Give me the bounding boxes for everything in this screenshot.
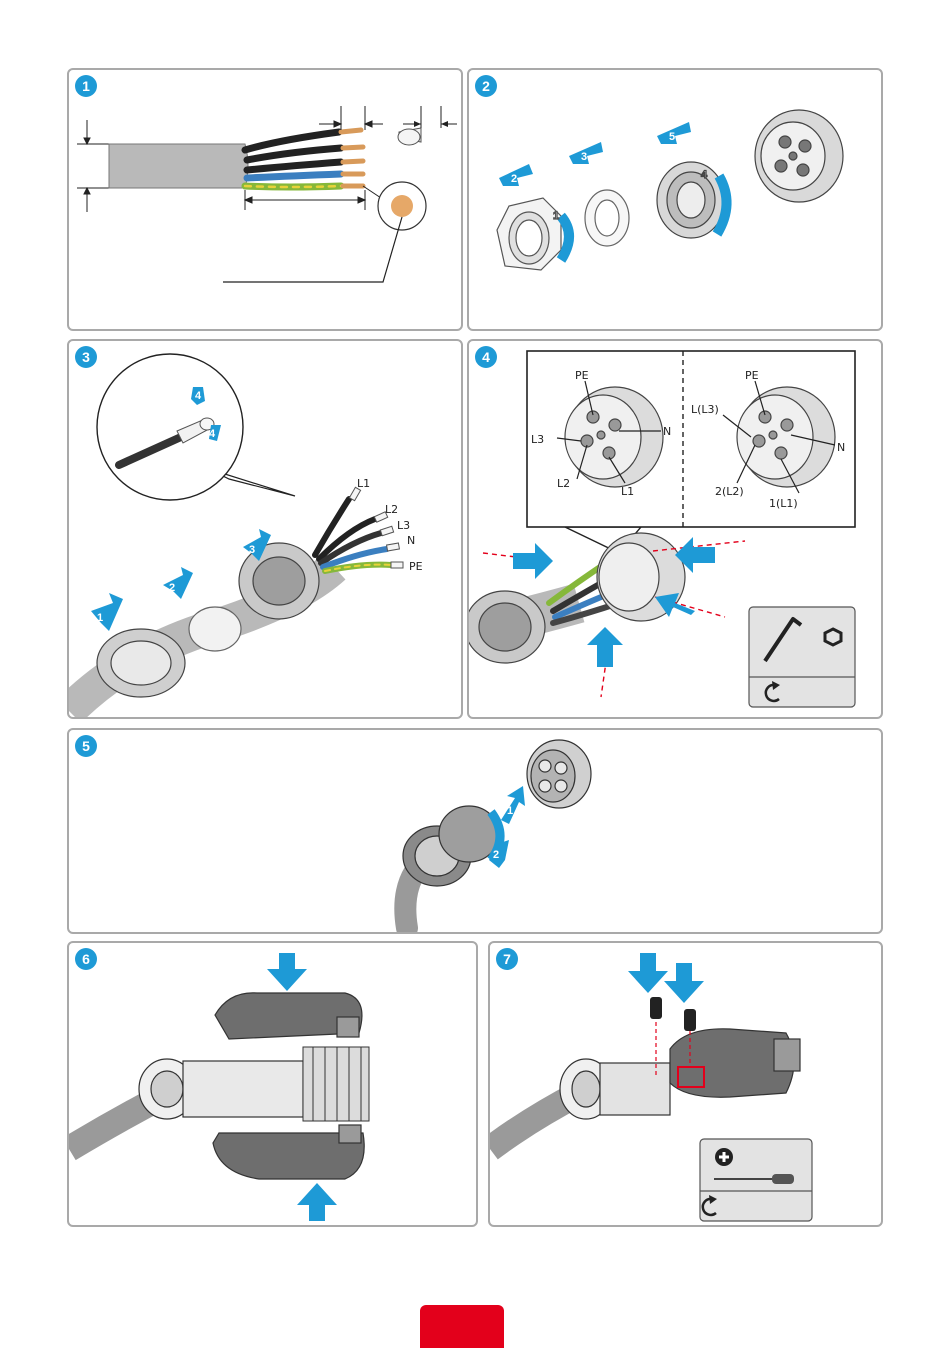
step-5-badge: 5 bbox=[75, 735, 97, 757]
plus-icon bbox=[715, 1148, 733, 1166]
direction-arrows: 2 3 5 bbox=[499, 122, 691, 186]
step-1-badge: 1 bbox=[75, 75, 97, 97]
arrow-1: 1 bbox=[501, 786, 525, 824]
svg-text:3: 3 bbox=[249, 544, 255, 556]
right-label-n: N bbox=[837, 441, 845, 454]
svg-text:2: 2 bbox=[511, 173, 517, 185]
seal-ring bbox=[585, 190, 629, 246]
svg-text:5: 5 bbox=[669, 131, 675, 143]
svg-text:3: 3 bbox=[581, 151, 587, 163]
screw-arrows bbox=[628, 953, 704, 1003]
left-label-n: N bbox=[663, 425, 671, 438]
arrow-2: 2 bbox=[163, 567, 193, 599]
claw-body bbox=[600, 1063, 670, 1115]
hex-nut bbox=[97, 629, 185, 697]
ferrule-illustration bbox=[398, 106, 457, 145]
left-label-l3: L3 bbox=[531, 433, 544, 446]
right-label-l2: 2(L2) bbox=[715, 485, 744, 498]
cable-wires bbox=[245, 130, 363, 187]
step-6-badge: 6 bbox=[75, 948, 97, 970]
cable-diameter-dimension bbox=[77, 120, 109, 212]
screws bbox=[650, 997, 696, 1031]
step-4-panel: 4 PE L3 N L2 bbox=[467, 339, 883, 719]
arrow-label-4: 4 bbox=[701, 169, 708, 181]
connector-tighten-illustration: 1 2 bbox=[69, 730, 883, 934]
seal-ring bbox=[189, 607, 241, 651]
ferrule-zoom-callout: 4 4 bbox=[97, 354, 295, 500]
wire-label-n: N bbox=[407, 534, 415, 547]
terminal-diagram-callout: PE L3 N L2 L1 PE L(L3) N bbox=[527, 351, 855, 553]
copper-cross-section bbox=[223, 182, 426, 282]
step-3-panel: 3 4 4 bbox=[67, 339, 463, 719]
zoom-arrow-label-top: 4 bbox=[195, 390, 202, 402]
svg-text:2: 2 bbox=[493, 849, 499, 861]
arrow-1: 1 bbox=[91, 593, 123, 631]
step-1-panel: 1 bbox=[67, 68, 463, 331]
cover-assembly-illustration bbox=[69, 943, 478, 1227]
cable-stripping-illustration bbox=[69, 70, 463, 331]
step-2-panel: 2 1 4 bbox=[467, 68, 883, 331]
terminal-connection-illustration: PE L3 N L2 L1 PE L(L3) N bbox=[469, 341, 883, 719]
step-5-panel: 5 1 2 bbox=[67, 728, 883, 934]
arrow-3: 3 bbox=[569, 142, 603, 164]
step-7-panel: 7 bbox=[488, 941, 883, 1227]
arrow-2: 2 bbox=[499, 164, 533, 186]
cable-jacket bbox=[109, 144, 248, 188]
step-2-badge: 2 bbox=[475, 75, 497, 97]
claw-body bbox=[469, 591, 545, 663]
right-label-pe: PE bbox=[745, 369, 759, 382]
svg-text:2: 2 bbox=[169, 582, 175, 594]
step-7-badge: 7 bbox=[496, 948, 518, 970]
connector-disassembly-illustration: 1 4 2 bbox=[469, 70, 883, 331]
arrow-5: 5 bbox=[657, 122, 691, 144]
claw-body: 4 bbox=[657, 162, 727, 238]
connector-head bbox=[755, 110, 843, 202]
tool-info-box bbox=[749, 607, 855, 707]
left-label-pe: PE bbox=[575, 369, 589, 382]
claw-body bbox=[439, 806, 500, 862]
right-label-l1: 1(L1) bbox=[769, 497, 798, 510]
upper-cover bbox=[215, 993, 362, 1039]
wire-label-l3: L3 bbox=[397, 519, 410, 532]
hex-nut: 1 bbox=[497, 198, 569, 270]
step-4-badge: 4 bbox=[475, 346, 497, 368]
ribbed-sleeve bbox=[303, 1047, 369, 1121]
svg-text:1: 1 bbox=[507, 805, 513, 817]
screw-fastening-illustration bbox=[490, 943, 883, 1227]
left-label-l1: L1 bbox=[621, 485, 634, 498]
tool-info-box bbox=[700, 1139, 812, 1221]
strip-length-dimension bbox=[245, 190, 365, 210]
connector-head bbox=[527, 740, 591, 808]
copper-length-dimension bbox=[319, 106, 383, 130]
claw-body bbox=[183, 1061, 303, 1117]
wire-label-l2: L2 bbox=[385, 503, 398, 516]
right-label-l3: L(L3) bbox=[691, 403, 719, 416]
wire-label-l1: L1 bbox=[357, 477, 370, 490]
zoom-arrow-label-bottom: 4 bbox=[209, 428, 216, 440]
left-label-l2: L2 bbox=[557, 477, 570, 490]
lower-cover bbox=[213, 1125, 364, 1179]
step-3-badge: 3 bbox=[75, 346, 97, 368]
svg-text:1: 1 bbox=[97, 612, 103, 624]
ferruled-wires bbox=[315, 499, 391, 571]
arrow-label-1: 1 bbox=[553, 210, 559, 222]
step-6-panel: 6 bbox=[67, 941, 478, 1227]
wire-label-pe: PE bbox=[409, 560, 423, 573]
page-tab-marker bbox=[420, 1305, 504, 1348]
wiring-illustration: 4 4 bbox=[69, 341, 463, 719]
